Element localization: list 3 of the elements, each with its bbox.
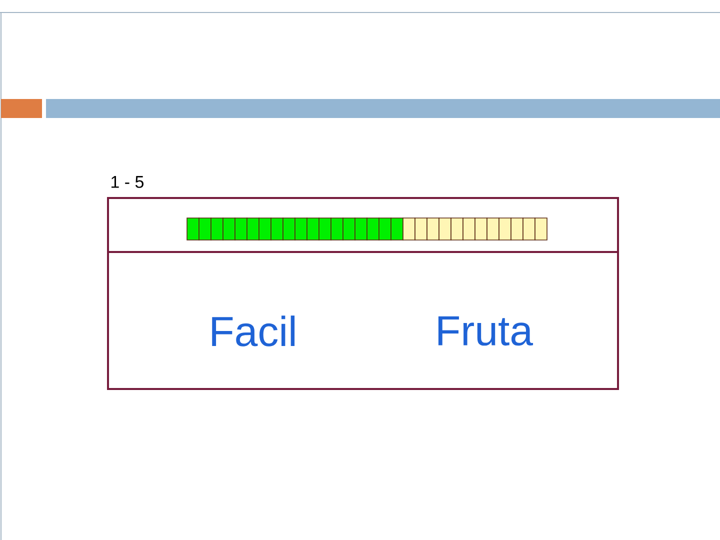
word-label: Fruta bbox=[438, 316, 534, 346]
word-label: Facil bbox=[212, 316, 295, 346]
empty-panel bbox=[107, 197, 619, 253]
